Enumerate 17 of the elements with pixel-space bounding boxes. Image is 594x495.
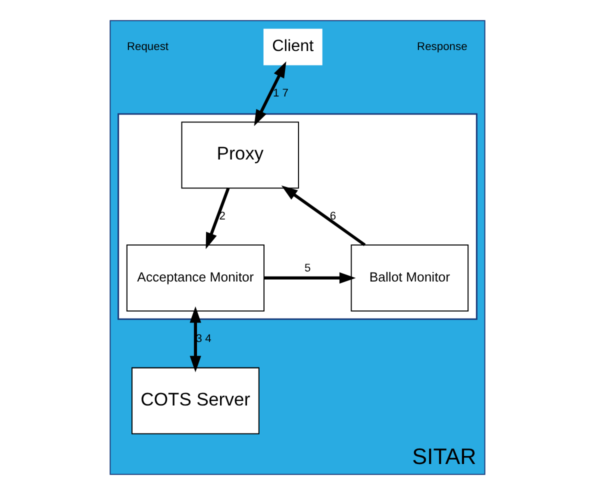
node-box: Client <box>263 28 322 66</box>
edge-label: 1 7 <box>272 88 288 100</box>
edge-label: 2 <box>218 210 225 222</box>
node-box: COTS Server <box>131 367 259 434</box>
edge-label: 5 <box>304 262 310 275</box>
node-box: Proxy <box>180 122 299 189</box>
label: Request <box>126 40 168 53</box>
cluster <box>117 113 477 320</box>
node-box: Acceptance Monitor <box>126 244 264 312</box>
edge-label: 6 <box>329 210 336 222</box>
label: Response <box>416 40 467 53</box>
arrow <box>254 61 286 126</box>
arrow <box>205 188 230 250</box>
arrow <box>264 272 356 284</box>
arrow <box>189 306 201 372</box>
node-box: Ballot Monitor <box>350 244 468 312</box>
arrow <box>280 186 366 246</box>
